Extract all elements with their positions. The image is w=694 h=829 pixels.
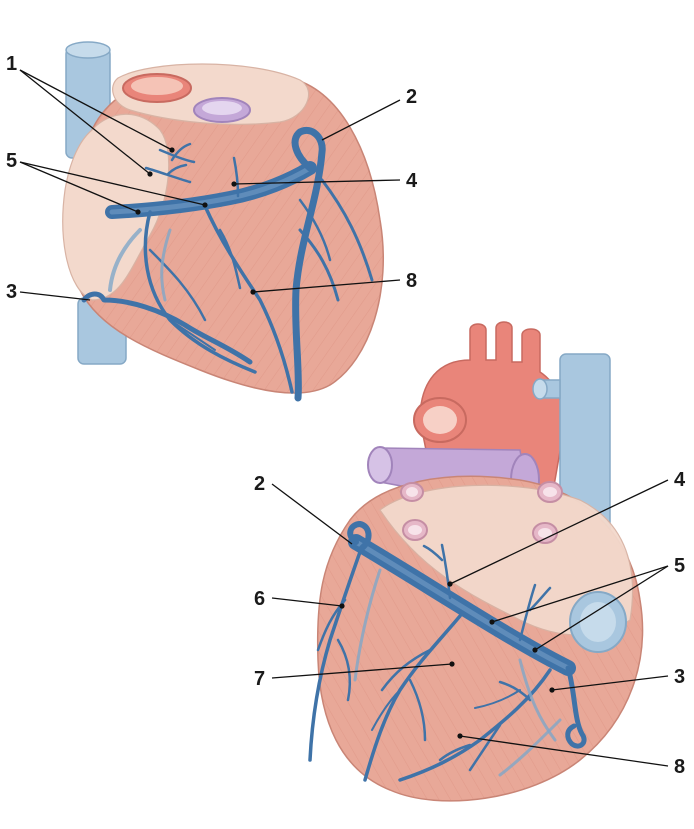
top-label-2: 2 bbox=[406, 86, 417, 108]
bottom-label-6: 6 bbox=[254, 588, 265, 610]
bottom-label-5: 5 bbox=[674, 555, 685, 577]
labels: 1 2 5 4 3 8 2 4 5 6 3 7 8 bbox=[6, 53, 686, 778]
top-small-cardiac-vein bbox=[81, 291, 253, 365]
top-anterior-cardiac-veins bbox=[144, 142, 196, 184]
top-label-8: 8 bbox=[406, 270, 417, 292]
bottom-pulmonary-veins bbox=[400, 481, 563, 544]
top-vein-branch-8 bbox=[203, 204, 294, 394]
leader-lines bbox=[19, 69, 669, 767]
bottom-label-4: 4 bbox=[674, 469, 686, 491]
top-label-4: 4 bbox=[406, 170, 418, 192]
bottom-label-8: 8 bbox=[674, 756, 685, 778]
leader-dots bbox=[135, 147, 555, 739]
top-svc-opening bbox=[65, 41, 111, 59]
top-label-5: 5 bbox=[6, 150, 17, 172]
bottom-label-3: 3 bbox=[674, 666, 685, 688]
top-pulmonary-lumen bbox=[202, 101, 242, 115]
bottom-posterior-vein-lv bbox=[308, 550, 362, 762]
top-heart bbox=[62, 41, 384, 402]
top-label-1: 1 bbox=[6, 53, 17, 75]
top-label-3: 3 bbox=[6, 281, 17, 303]
top-great-cardiac-vein bbox=[291, 127, 326, 402]
bottom-label-2: 2 bbox=[254, 473, 265, 495]
top-cardiac-veins bbox=[81, 127, 374, 402]
bottom-heart bbox=[308, 321, 644, 802]
bottom-label-7: 7 bbox=[254, 668, 265, 690]
bottom-aorta-lumen bbox=[423, 406, 457, 434]
bottom-pulmonary-left-opening bbox=[367, 446, 393, 484]
top-aorta-lumen bbox=[131, 77, 183, 95]
bottom-small-cardiac-vein bbox=[565, 665, 587, 749]
bottom-oblique-vein bbox=[422, 543, 452, 600]
